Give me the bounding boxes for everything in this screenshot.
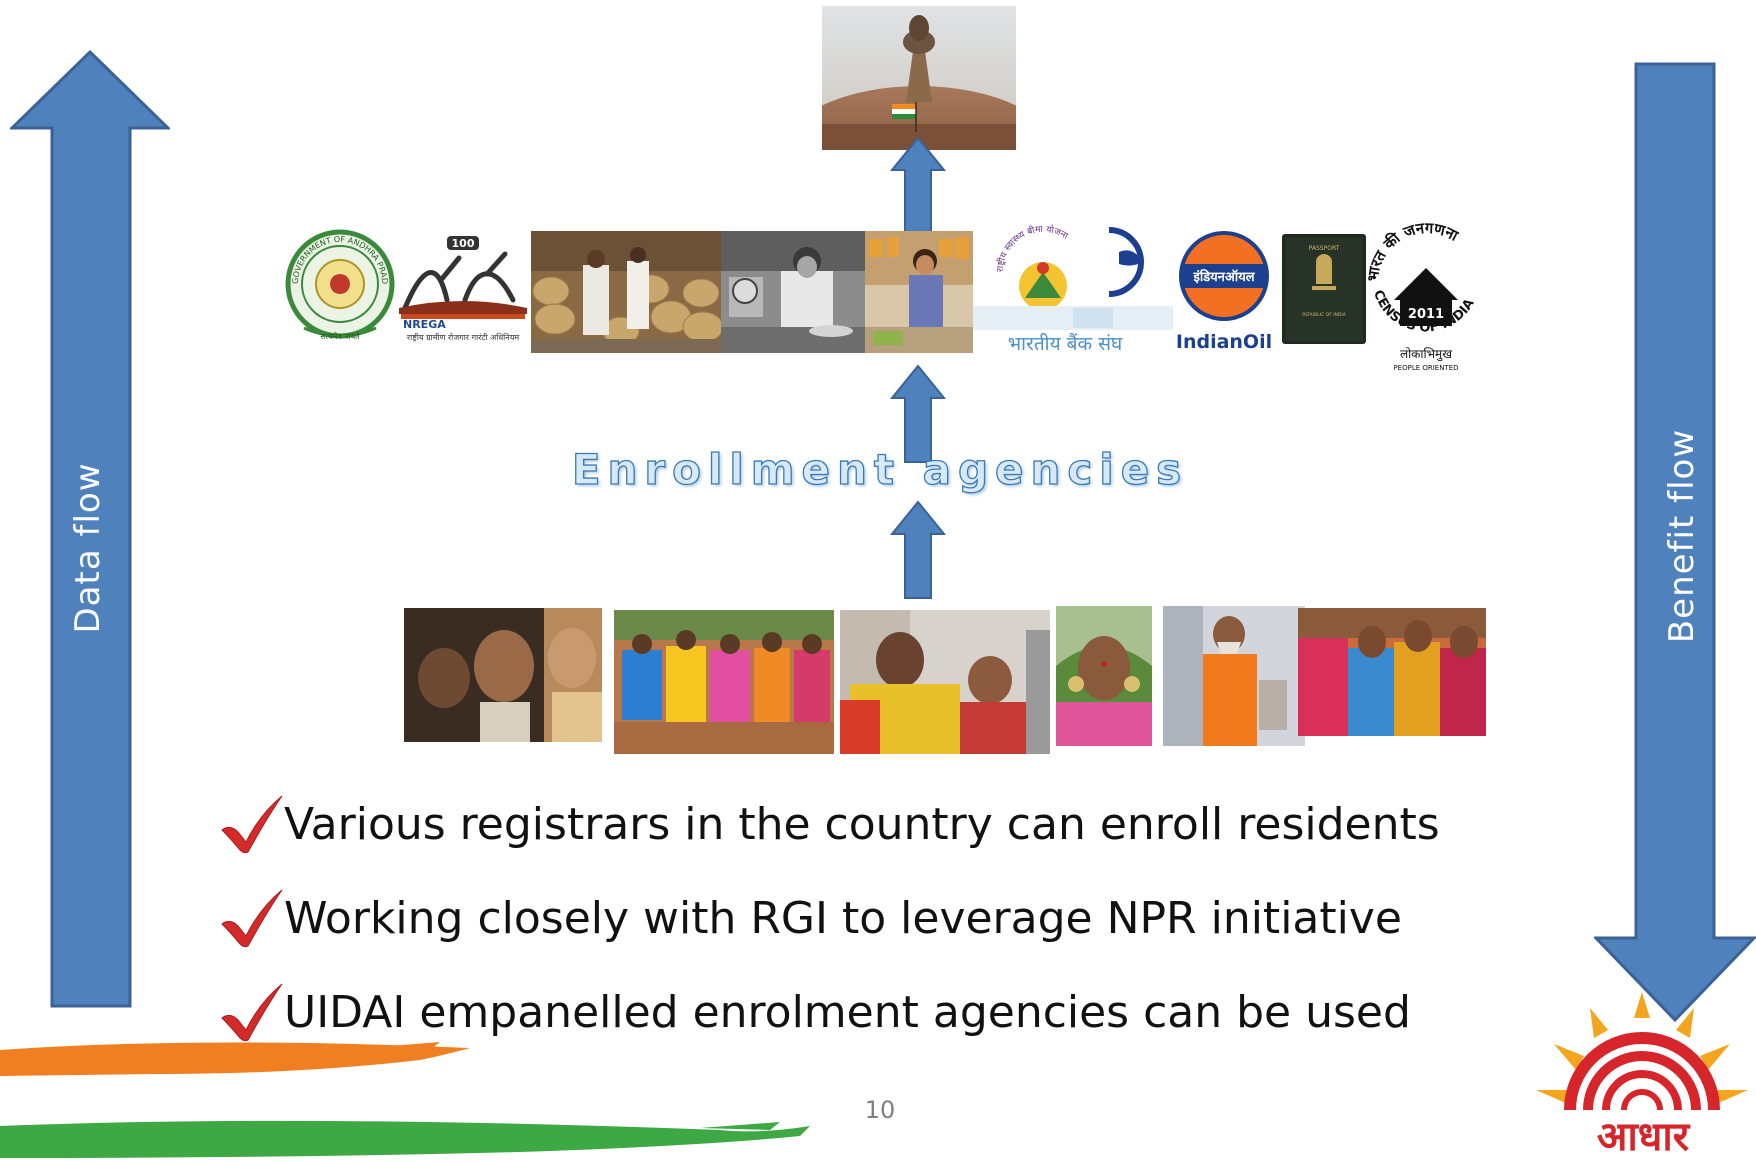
connector-arrow-top: [889, 136, 947, 236]
svg-text:लोकाभिमुख: लोकाभिमुख: [1400, 347, 1452, 362]
svg-text:NREGA: NREGA: [403, 318, 446, 331]
bullet-item: UIDAI empanelled enrolment agencies can …: [218, 982, 1411, 1042]
bullet-text: Working closely with RGI to leverage NPR…: [284, 892, 1402, 944]
svg-text:100: 100: [452, 237, 475, 250]
bullet-text: Various registrars in the country can en…: [284, 798, 1440, 850]
data-flow-arrow: [8, 49, 172, 1010]
resident-photo-mother-child: [840, 610, 1050, 754]
resident-photo-rural-woman: [1056, 606, 1152, 746]
resident-photo-women-group: [614, 610, 834, 754]
resident-photo-sadhu: [1163, 606, 1305, 746]
data-flow-label: Data flow: [68, 462, 108, 634]
checkmark-icon: [218, 888, 284, 948]
svg-text:2011: 2011: [1408, 307, 1444, 322]
indianoil-logo: इंडियनऑयल IndianOil: [1173, 230, 1275, 358]
connector-arrow-middle: [889, 364, 947, 464]
ration-shop-bw-photo: [721, 231, 865, 353]
checkmark-icon: [218, 794, 284, 854]
benefit-flow-arrow: [1592, 62, 1756, 1023]
aadhaar-logo: आधार: [1530, 990, 1756, 1160]
page-number: 10: [864, 1096, 896, 1124]
svg-text:आधार: आधार: [1597, 1114, 1691, 1158]
enrollment-agencies-heading: Enrollment agencies: [571, 444, 1189, 494]
svg-text:इंडियनऑयल: इंडियनऑयल: [1192, 269, 1255, 285]
government-building-photo: [822, 6, 1016, 150]
connector-arrow-bottom: [889, 500, 947, 600]
svg-text:राष्ट्रीय ग्रामीण रोजगार गारंट: राष्ट्रीय ग्रामीण रोजगार गारंटी अधिनियम: [407, 332, 519, 342]
svg-text:PASSPORT: PASSPORT: [1309, 245, 1340, 252]
nrega-logo: 100 NREGA राष्ट्रीय ग्रामीण रोजगार गारंट…: [395, 230, 531, 350]
svg-text:सत्यमेव जयते: सत्यमेव जयते: [320, 331, 360, 341]
bullet-item: Various registrars in the country can en…: [218, 794, 1440, 854]
grain-shop-photo: [531, 231, 721, 353]
checkmark-icon: [218, 982, 284, 1042]
bullet-item: Working closely with RGI to leverage NPR…: [218, 888, 1402, 948]
bullet-text: UIDAI empanelled enrolment agencies can …: [284, 986, 1411, 1038]
bank-association-logo: राष्ट्रीय स्वास्थ्य बीमा योजना भारतीय बै…: [973, 212, 1173, 358]
resident-photo-men: [404, 608, 602, 742]
benefit-flow-label: Benefit flow: [1662, 428, 1702, 644]
svg-text:PEOPLE ORIENTED: PEOPLE ORIENTED: [1393, 364, 1458, 372]
andhra-pradesh-seal-logo: GOVERNMENT OF ANDHRA PRADESH सत्यमेव जयत…: [284, 228, 396, 344]
indian-passport-image: PASSPORT REPUBLIC OF INDIA: [1282, 234, 1366, 344]
svg-text:IndianOil: IndianOil: [1176, 331, 1272, 353]
resident-photo-tribal-women: [1298, 608, 1486, 736]
census-of-india-logo: भारत की जनगणना 2011 CENSUS OF INDIA लोका…: [1366, 222, 1486, 374]
shopkeeper-photo: [865, 231, 973, 353]
tricolour-swoosh: [0, 1030, 840, 1158]
svg-text:REPUBLIC OF INDIA: REPUBLIC OF INDIA: [1302, 312, 1347, 318]
svg-text:भारतीय बैंक संघ: भारतीय बैंक संघ: [1008, 332, 1123, 355]
